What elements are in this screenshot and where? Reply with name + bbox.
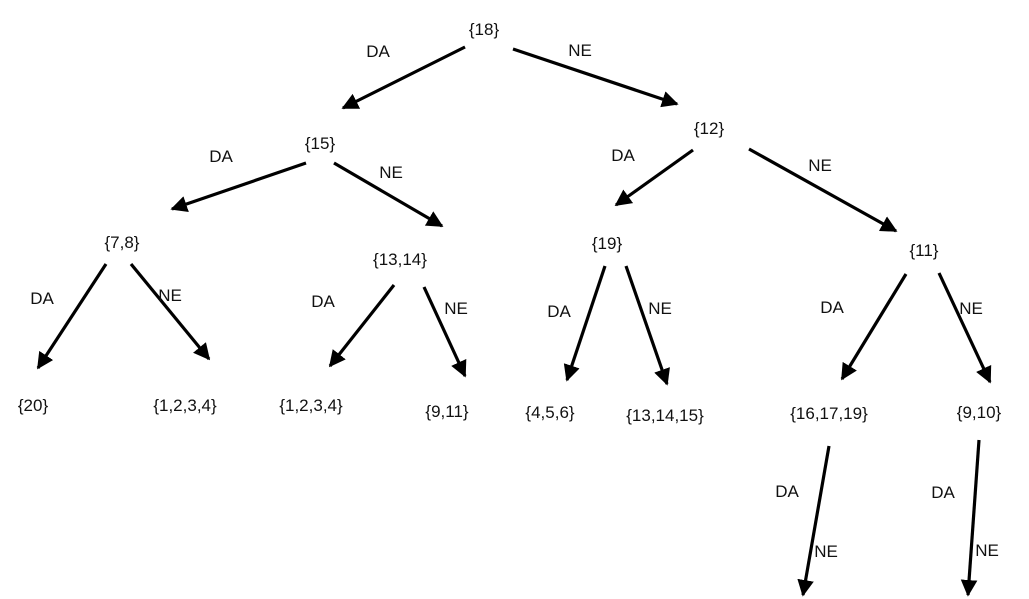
edge-arrow xyxy=(624,265,670,386)
edge-label: DA xyxy=(775,482,799,501)
node-label: {1,2,3,4} xyxy=(153,396,217,415)
node-label: {18} xyxy=(469,20,500,39)
edge-arrow xyxy=(748,147,898,233)
edge-label: DA xyxy=(311,292,335,311)
edge-arrow xyxy=(328,284,396,368)
node-label: {12} xyxy=(694,119,725,138)
edge-label: DA xyxy=(931,483,955,502)
edge-label: NE xyxy=(808,156,832,175)
edge-label: NE xyxy=(444,299,468,318)
node-label: {11} xyxy=(909,241,938,260)
edge-arrow xyxy=(333,161,444,228)
edge-label: NE xyxy=(975,541,999,560)
edge-label: NE xyxy=(568,41,592,60)
node-label: {9,11} xyxy=(425,402,469,421)
edge-label: DA xyxy=(611,146,635,165)
edge-label: NE xyxy=(648,299,672,318)
edge-label: DA xyxy=(547,302,571,321)
edge-arrow xyxy=(840,273,908,381)
edge-arrow xyxy=(341,45,466,110)
edge-arrow xyxy=(960,439,981,597)
node-label: {7,8} xyxy=(105,233,140,252)
edge-label: DA xyxy=(30,289,54,308)
edge-label: NE xyxy=(158,286,182,305)
edge-label: NE xyxy=(959,299,983,318)
node-label: {19} xyxy=(592,234,623,253)
edge-arrow xyxy=(422,286,467,378)
edge-arrow xyxy=(170,161,307,213)
edge-arrow xyxy=(797,445,831,597)
node-label: {4,5,6} xyxy=(525,403,574,422)
edge-arrow xyxy=(129,262,211,361)
edge-arrow xyxy=(563,265,607,382)
edge-label: NE xyxy=(814,542,838,561)
node-label: {13,14} xyxy=(373,250,427,269)
node-label: {13,14,15} xyxy=(626,406,704,425)
edge-arrow xyxy=(512,47,679,108)
edge-arrow xyxy=(36,263,108,370)
node-label: {1,2,3,4} xyxy=(279,396,343,415)
node-label: {20} xyxy=(18,396,49,415)
edge-label: DA xyxy=(366,42,390,61)
edge-arrow xyxy=(614,148,694,207)
node-label: {16,17,19} xyxy=(790,404,868,423)
node-label: {15} xyxy=(305,134,336,153)
edge-label: DA xyxy=(209,147,233,166)
edge-label: DA xyxy=(820,298,844,317)
edge-label: NE xyxy=(379,163,403,182)
edge-arrow xyxy=(937,272,992,384)
node-label: {9,10} xyxy=(957,403,1002,422)
